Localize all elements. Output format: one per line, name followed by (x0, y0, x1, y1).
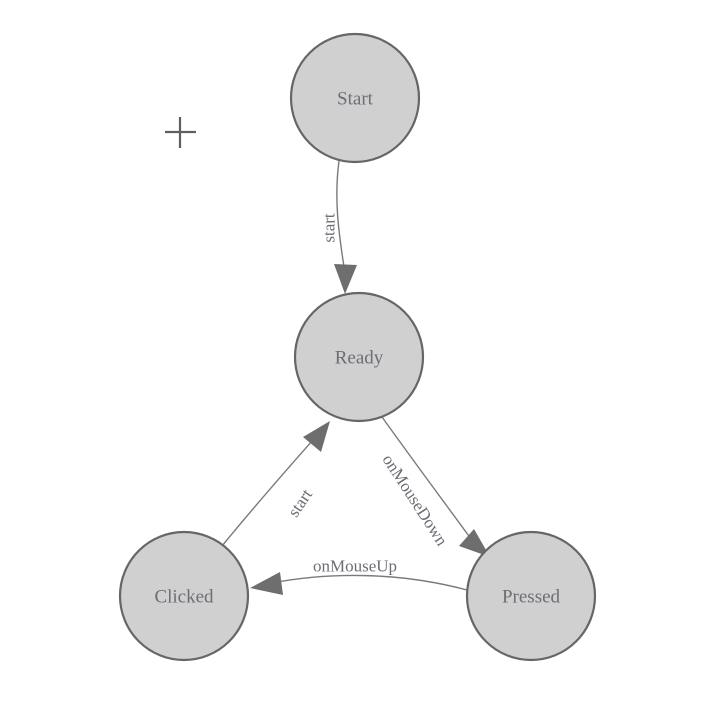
edge-start-to-ready-line (336, 160, 346, 275)
node-ready-label: Ready (335, 348, 384, 369)
node-clicked[interactable]: Clicked (118, 530, 250, 662)
node-clicked-circle (118, 530, 250, 662)
edge-label-ready-to-pressed: onMouseDown (378, 451, 451, 550)
node-ready[interactable]: Ready (293, 291, 425, 423)
edge-clicked-to-ready-arrowhead (303, 421, 330, 452)
edge-start-to-ready[interactable]: start (320, 160, 358, 294)
node-pressed-circle (465, 530, 597, 662)
crosshair-marker (165, 117, 196, 148)
node-pressed-label: Pressed (502, 587, 561, 608)
node-pressed[interactable]: Pressed (465, 530, 597, 662)
edge-label-start-to-ready: start (320, 213, 339, 243)
edge-pressed-to-clicked-arrowhead (250, 572, 283, 595)
edge-label-clicked-to-ready: start (284, 485, 316, 520)
edge-ready-to-pressed-line (381, 416, 475, 544)
node-start-circle (289, 32, 421, 164)
edge-pressed-to-clicked[interactable]: onMouseUp (250, 557, 468, 596)
node-start-label: Start (337, 89, 374, 110)
node-start[interactable]: Start (289, 32, 421, 164)
edge-clicked-to-ready[interactable]: start (221, 421, 330, 547)
edge-ready-to-pressed[interactable]: onMouseDown (378, 416, 490, 557)
node-clicked-label: Clicked (154, 587, 214, 608)
edge-ready-to-pressed-arrowhead (459, 529, 490, 557)
edge-pressed-to-clicked-line (271, 574, 468, 591)
edge-clicked-to-ready-line (221, 439, 314, 547)
edge-label-pressed-to-clicked: onMouseUp (313, 557, 397, 576)
edge-start-to-ready-arrowhead (334, 264, 357, 294)
node-ready-circle (293, 291, 425, 423)
